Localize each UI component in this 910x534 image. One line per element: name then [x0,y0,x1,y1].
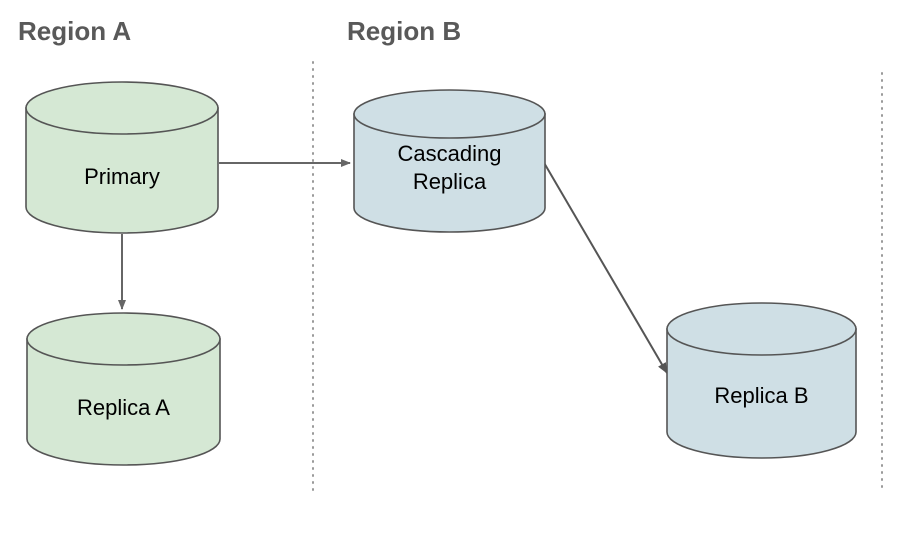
node-replica-b[interactable] [666,302,857,459]
primary-cylinder-top [25,81,219,135]
node-primary[interactable] [25,81,219,234]
replica-a-cylinder-top [26,312,221,366]
node-cascading-replica[interactable] [353,89,546,233]
edge-cascading-to-replica-b [542,160,668,374]
cascading-cylinder-body [353,113,546,233]
primary-cylinder-body [25,107,219,234]
replica-b-cylinder-top [666,302,857,356]
replica-b-cylinder-body [666,328,857,459]
cascading-cylinder-top [353,89,546,139]
node-replica-a[interactable] [26,312,221,466]
replica-a-cylinder-body [26,338,221,466]
region-a-label: Region A [18,16,132,46]
region-b-label: Region B [347,16,462,46]
